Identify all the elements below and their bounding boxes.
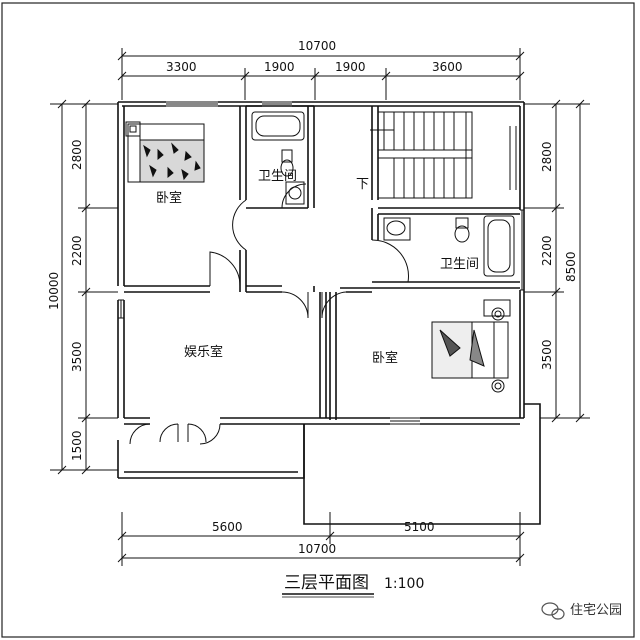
wechat-icon [541,602,565,620]
bathtub-right [483,215,515,277]
bed-top-left [125,121,205,183]
dim-top-total: 10700 [298,39,336,53]
toilet-right [455,217,469,229]
toilet-top [281,149,293,163]
top-dimension-lines [117,48,525,100]
label-bedroom-bottom-right: 卧室 [372,350,398,366]
label-bathroom-top: 卫生间 [258,169,297,184]
dim-top-seg-3: 1900 [335,60,366,74]
dim-right-seg-1: 2800 [540,141,554,172]
bathtub-top [251,111,305,141]
windows [118,101,524,425]
bed-bottom-right [431,299,511,393]
drawing-title: 三层平面图 [284,573,369,593]
dim-bottom-seg-2: 5100 [404,520,435,534]
dim-left-seg-1: 2800 [70,139,84,170]
dim-bottom-total: 10700 [298,542,336,556]
dim-right-total: 8500 [564,251,578,282]
dim-bottom-seg-1: 5600 [212,520,243,534]
label-bathroom-right: 卫生间 [440,257,479,272]
sink-right [383,217,411,241]
dim-left-seg-2: 2200 [70,235,84,266]
bathroom-top-fixtures [251,111,305,205]
stair-down-mark: 下 [356,177,369,192]
right-dimension-lines [524,99,590,423]
dim-left-seg-3: 3500 [70,341,84,372]
dim-right-seg-3: 3500 [540,339,554,370]
doors [129,183,409,445]
sink-top [285,181,305,205]
walls [117,101,541,525]
dim-top-seg-2: 1900 [264,60,295,74]
staircase [370,111,473,199]
bathroom-right-fixtures [383,215,515,277]
left-dimension-lines [50,99,118,475]
label-entertainment-room: 娱乐室 [184,344,223,360]
drawing-scale: 1:100 [384,576,424,592]
dim-top-seg-1: 3300 [166,60,197,74]
watermark-text: 住宅公园 [570,603,622,618]
dim-top-seg-4: 3600 [432,60,463,74]
bottom-dimension-lines [117,512,525,566]
dim-right-seg-2: 2200 [540,235,554,266]
dim-left-total: 10000 [47,272,61,310]
dim-left-seg-4: 1500 [70,430,84,461]
label-bedroom-top-left: 卧室 [156,190,182,206]
